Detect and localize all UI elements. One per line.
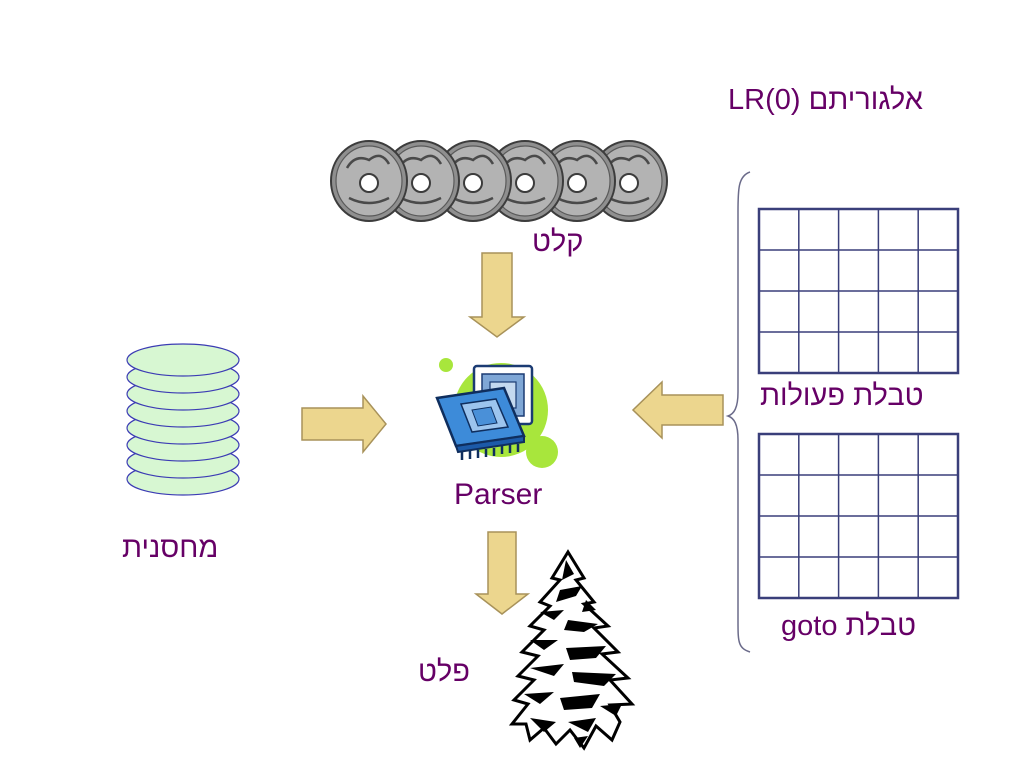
tree-icon	[508, 549, 636, 751]
output-label: פלט	[418, 656, 470, 688]
coin	[330, 140, 408, 222]
stack-disk	[126, 343, 240, 377]
parser-label: Parser	[454, 478, 543, 511]
stack-label: מחסנית	[122, 532, 219, 564]
input-label: קלט	[532, 226, 584, 258]
arrow-down-input	[467, 252, 527, 338]
goto-table-label: טבלת goto	[781, 610, 917, 642]
arrow-down-output	[473, 531, 531, 615]
goto-table	[757, 432, 960, 600]
coins-icon	[330, 140, 668, 222]
action-table	[757, 207, 960, 375]
stack-icon	[126, 343, 240, 496]
action-table-label: טבלת פעולות	[760, 380, 924, 412]
arrow-right-stack	[301, 393, 387, 455]
arrow-left-tables	[631, 380, 724, 440]
brace-icon	[725, 171, 751, 653]
chip-icon	[435, 358, 558, 468]
page-title: אלגוריתם LR(0)	[728, 84, 923, 116]
